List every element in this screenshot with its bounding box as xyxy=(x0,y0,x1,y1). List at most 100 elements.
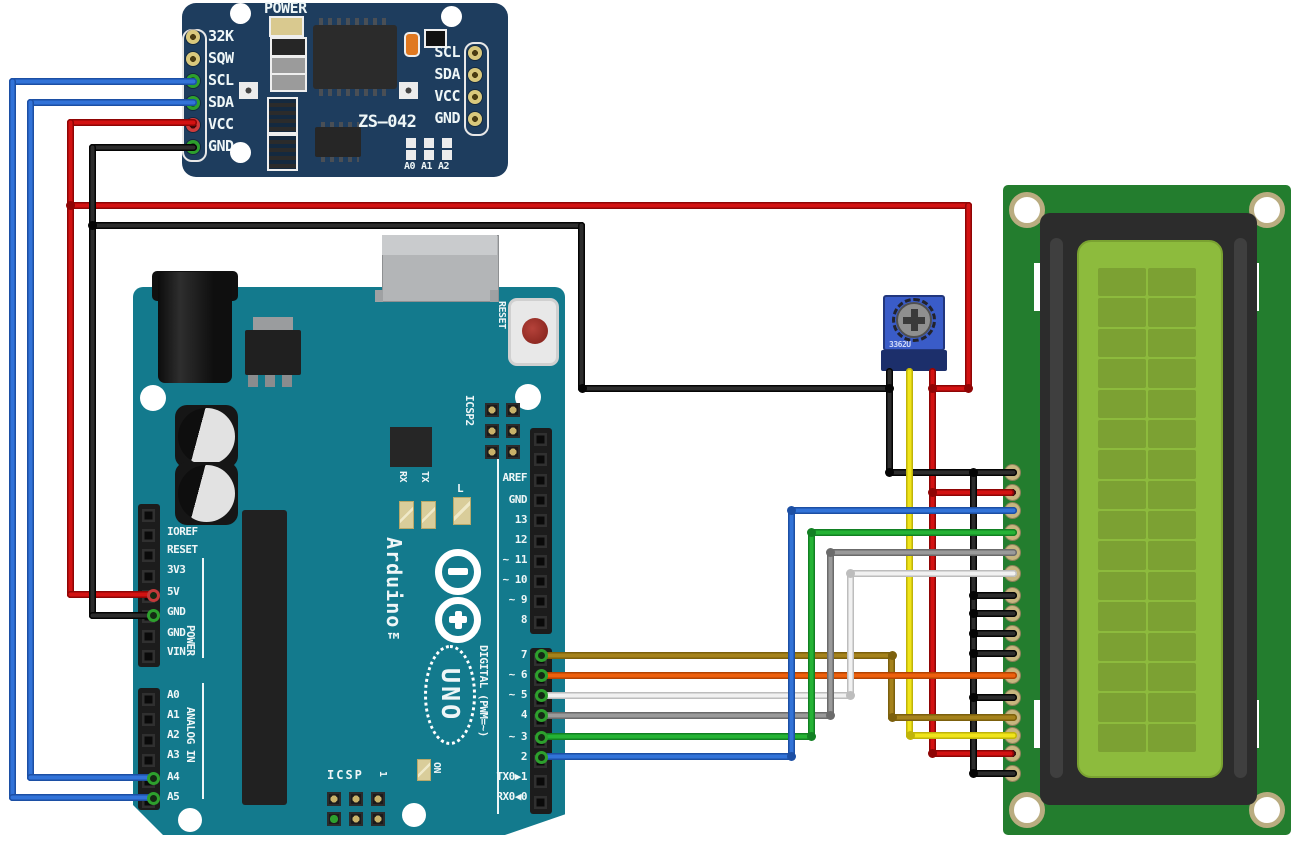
lcd-pin-1[interactable] xyxy=(1004,464,1021,481)
wire-red[interactable] xyxy=(929,750,1014,757)
lcd-pin-5[interactable] xyxy=(1004,544,1021,561)
analog-header-pin[interactable] xyxy=(142,795,155,808)
wire-gray[interactable] xyxy=(545,712,834,719)
lcd-pin-16[interactable] xyxy=(1004,765,1021,782)
icsp2-pin[interactable] xyxy=(485,424,499,438)
lcd-pin-11[interactable] xyxy=(1004,667,1021,684)
wire-blue[interactable] xyxy=(27,99,197,106)
analog-header-pin[interactable] xyxy=(142,713,155,726)
wire-red[interactable] xyxy=(929,489,1014,496)
lcd-pin-10[interactable] xyxy=(1004,645,1021,662)
digital-header-bottom-pin[interactable] xyxy=(534,653,547,666)
power-header-pin[interactable] xyxy=(142,529,155,542)
wire-black[interactable] xyxy=(89,144,96,619)
icsp-pin[interactable] xyxy=(371,792,385,806)
digital-header-bottom-pin[interactable] xyxy=(534,755,547,768)
lcd-pin-15[interactable] xyxy=(1004,745,1021,762)
wire-red[interactable] xyxy=(67,202,972,209)
icsp-pin[interactable] xyxy=(327,792,341,806)
power-header-pin[interactable] xyxy=(142,650,155,663)
analog-header-pin[interactable] xyxy=(142,754,155,767)
wire-gray[interactable] xyxy=(827,549,1017,556)
lcd-pin-4[interactable] xyxy=(1004,524,1021,541)
icsp-pin[interactable] xyxy=(327,812,341,826)
icsp-pin[interactable] xyxy=(349,792,363,806)
wire-gray[interactable] xyxy=(827,549,834,719)
wire-blue[interactable] xyxy=(9,78,197,85)
wire-black[interactable] xyxy=(578,385,893,392)
lcd-pin-14[interactable] xyxy=(1004,727,1021,744)
wire-green[interactable] xyxy=(808,529,1017,536)
digital-header-bottom-pin[interactable] xyxy=(534,796,547,809)
wire-black[interactable] xyxy=(886,368,893,476)
wire-orange[interactable] xyxy=(545,672,1017,679)
digital-header-top-pin[interactable] xyxy=(534,514,547,527)
wire-white[interactable] xyxy=(847,570,1017,577)
wire-red[interactable] xyxy=(67,119,197,126)
wire-red[interactable] xyxy=(965,202,972,392)
digital-header-bottom-pin[interactable] xyxy=(534,735,547,748)
lcd-pin-7[interactable] xyxy=(1004,587,1021,604)
power-header-pin[interactable] xyxy=(142,549,155,562)
icsp2-pin[interactable] xyxy=(506,445,520,459)
wire-red[interactable] xyxy=(932,385,972,392)
wire-green[interactable] xyxy=(545,733,815,740)
lcd-pin-3[interactable] xyxy=(1004,502,1021,519)
wire-olive[interactable] xyxy=(888,714,1017,721)
lcd-pin-12[interactable] xyxy=(1004,689,1021,706)
wire-blue[interactable] xyxy=(9,78,16,801)
icsp2-pin[interactable] xyxy=(485,445,499,459)
contrast-potentiometer[interactable]: 3362U xyxy=(881,293,947,371)
digital-header-bottom-pin[interactable] xyxy=(534,673,547,686)
wire-black[interactable] xyxy=(89,144,197,151)
digital-header-top-pin[interactable] xyxy=(534,474,547,487)
digital-header-top-pin[interactable] xyxy=(534,616,547,629)
lcd-pin-9[interactable] xyxy=(1004,625,1021,642)
wire-blue[interactable] xyxy=(27,99,34,781)
digital-header-top-pin[interactable] xyxy=(534,555,547,568)
power-header-pin[interactable] xyxy=(142,570,155,583)
wire-white[interactable] xyxy=(847,570,854,699)
digital-header-top-pin[interactable] xyxy=(534,433,547,446)
wire-black[interactable] xyxy=(578,222,585,392)
wire-yellow[interactable] xyxy=(906,732,1017,739)
wire-green[interactable] xyxy=(808,529,815,740)
reset-button-cap[interactable] xyxy=(522,318,548,344)
digital-header-top-pin[interactable] xyxy=(534,575,547,588)
digital-header-top-pin[interactable] xyxy=(534,595,547,608)
wire-olive[interactable] xyxy=(545,652,895,659)
digital-header-top-pin[interactable] xyxy=(534,453,547,466)
wire-olive[interactable] xyxy=(888,652,895,721)
icsp2-pin[interactable] xyxy=(485,403,499,417)
wire-black[interactable] xyxy=(886,469,977,476)
digital-header-bottom-pin[interactable] xyxy=(534,714,547,727)
power-header-pin[interactable] xyxy=(142,509,155,522)
wire-red[interactable] xyxy=(929,368,936,757)
wire-blue[interactable] xyxy=(9,794,152,801)
analog-header-pin[interactable] xyxy=(142,775,155,788)
lcd-pin-13[interactable] xyxy=(1004,709,1021,726)
wire-red[interactable] xyxy=(67,119,74,598)
icsp2-pin[interactable] xyxy=(506,424,520,438)
digital-header-top-pin[interactable] xyxy=(534,535,547,548)
icsp2-pin[interactable] xyxy=(506,403,520,417)
analog-header-pin[interactable] xyxy=(142,693,155,706)
wire-blue[interactable] xyxy=(788,507,1017,514)
icsp-pin[interactable] xyxy=(371,812,385,826)
digital-header-bottom-pin[interactable] xyxy=(534,775,547,788)
icsp-pin[interactable] xyxy=(349,812,363,826)
wire-black[interactable] xyxy=(970,469,977,777)
power-header-pin[interactable] xyxy=(142,630,155,643)
wire-blue[interactable] xyxy=(545,753,795,760)
wire-white[interactable] xyxy=(545,692,854,699)
lcd-pin-6[interactable] xyxy=(1004,565,1021,582)
wire-blue[interactable] xyxy=(788,507,795,760)
wire-black[interactable] xyxy=(89,222,585,229)
power-header-pin[interactable] xyxy=(142,590,155,603)
power-header-pin[interactable] xyxy=(142,610,155,623)
analog-header-pin[interactable] xyxy=(142,734,155,747)
arduino-uno-board[interactable]: RESET RX TX L ON Arduino™ UNO xyxy=(132,235,566,836)
wire-yellow[interactable] xyxy=(906,368,913,739)
lcd-pin-8[interactable] xyxy=(1004,605,1021,622)
